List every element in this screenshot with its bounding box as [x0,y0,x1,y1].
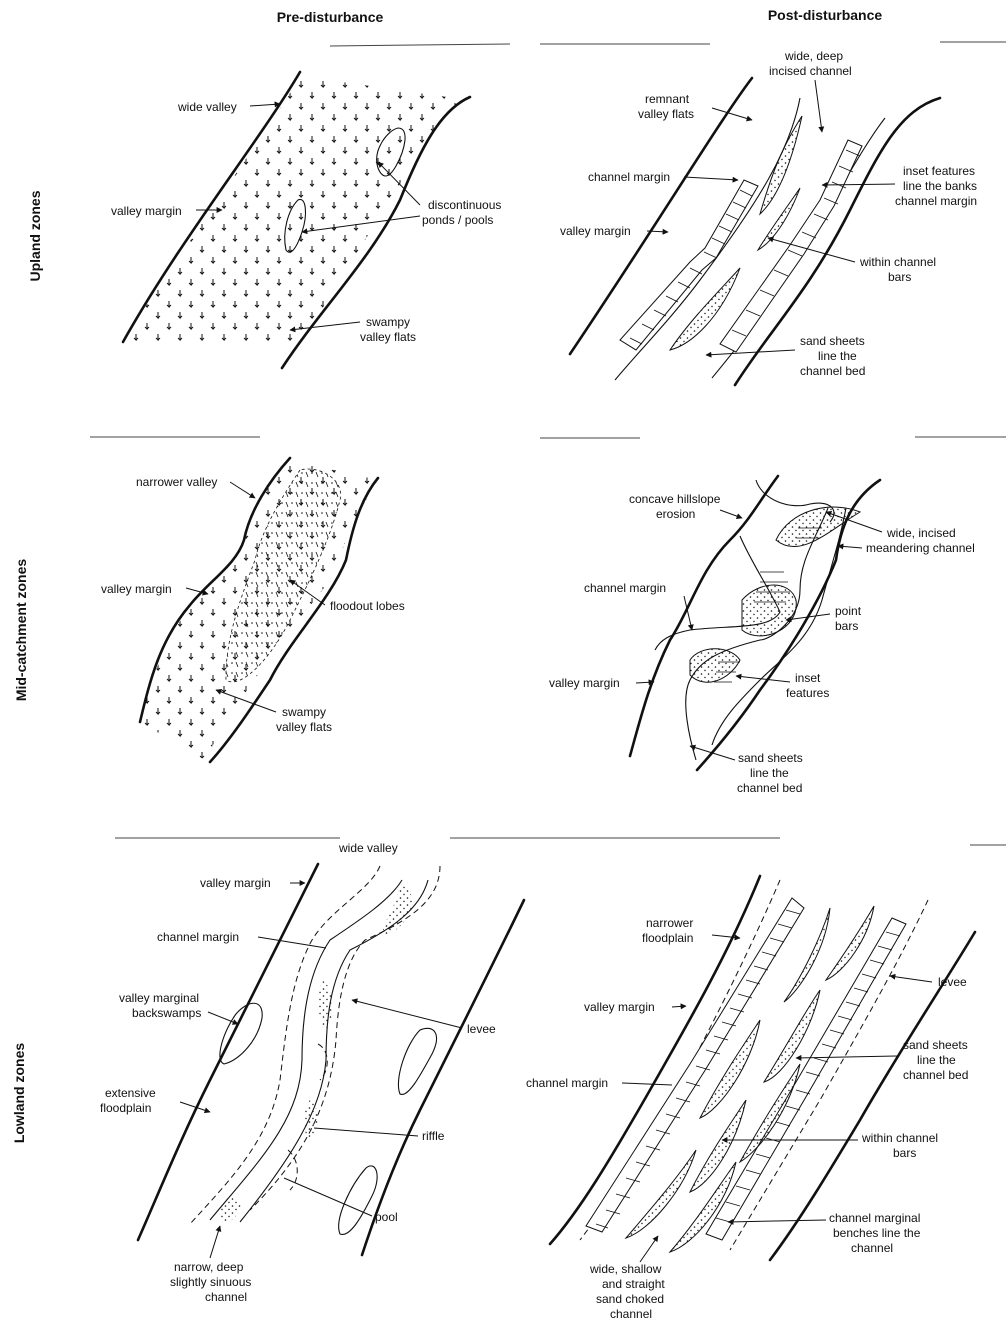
choked-label-line3: sand choked [596,1292,664,1306]
riffle-upper [383,882,412,935]
inset-label-line1: inset [795,671,821,685]
upland-zone-label: Upland zones [27,190,43,281]
levee-label: levee [938,975,967,989]
levee-right [250,866,440,1210]
sand-label-line3: channel bed [800,364,865,378]
sand-label-line1: sand sheets [738,751,803,765]
lowland-pre-labels: wide valley valley margin channel margin… [100,841,496,1304]
inset-label-line1: inset features [903,164,975,178]
upland-post-labels: wide, deep incised channel remnant valle… [560,49,977,378]
incised-label-line1: wide, deep [784,49,843,63]
valley-margin-left [138,864,318,1240]
ponds-label-line1: discontinuous [428,198,501,212]
bars-label-line1: within channel [861,1131,938,1145]
swampy-label-line2: valley flats [360,330,416,344]
inset-label-line2: line the banks [903,179,977,193]
sand-label-line2: line the [818,349,857,363]
post-disturbance-header: Post-disturbance [768,7,883,23]
floodplain-label-line2: floodplain [100,1101,151,1115]
swampy-label-line1: swampy [366,315,410,329]
channel-edge-right [240,880,428,1222]
valley-margin-right [362,900,524,1255]
channel-margin-label: channel margin [157,930,239,944]
valley-margin-label: valley margin [560,224,631,238]
riffle-bottom [220,1196,240,1224]
hillslope-label-line2: erosion [656,507,695,521]
sand-label-line3: channel bed [903,1068,968,1082]
valley-margin-label: valley margin [111,204,182,218]
upland-pre-diagram [120,72,470,368]
valley-margin-label: valley margin [101,582,172,596]
narrower-valley-label: narrower valley [136,475,217,489]
meandering-label-line1: wide, incised [886,526,956,540]
sand-label-line3: channel bed [737,781,802,795]
sand-label-line1: sand sheets [800,334,865,348]
levee-label: levee [467,1022,496,1036]
point-bars-label-line2: bars [835,619,858,633]
bar-6 [690,1100,746,1192]
sand-label-line2: line the [750,766,789,780]
wide-valley-label: wide valley [177,100,237,114]
backswamp-right [398,1028,436,1094]
channel-margin-label: channel margin [588,170,670,184]
backswamps-label-line2: backswamps [132,1006,201,1020]
narrower-label-line2: floodplain [642,931,693,945]
valley-margin-label: valley margin [584,1000,655,1014]
benches-label-line1: channel marginal [829,1211,920,1225]
swampy-label-line2: valley flats [276,720,332,734]
point-bar-2 [742,585,796,636]
swampy-label-line1: swampy [282,705,326,719]
ponds-label-line2: ponds / pools [422,213,493,227]
bars-label-line2: bars [888,270,911,284]
valley-margin-label: valley margin [200,876,271,890]
riffle-label: riffle [422,1129,445,1143]
mid-catchment-zone-label: Mid-catchment zones [13,559,29,702]
meandering-label-line2: meandering channel [866,541,975,555]
section-dividers [90,42,1006,845]
channel-margin-label: channel margin [526,1076,608,1090]
floodplain-label-line1: extensive [105,1086,156,1100]
bars-label-line1: within channel [859,255,936,269]
choked-label-line2: and straight [602,1277,665,1291]
remnant-label-line2: valley flats [638,107,694,121]
floodout-label: floodout lobes [330,599,405,613]
point-bars-label-line1: point [835,604,862,618]
valley-margin-label: valley margin [549,676,620,690]
benches-label-line3: channel [851,1241,893,1255]
narrower-label-line1: narrower [646,916,693,930]
channel-margin-label: channel margin [584,581,666,595]
channel-label-line3: channel [205,1290,247,1304]
pool-label: pool [375,1210,398,1224]
levee-left [190,866,380,1224]
pre-disturbance-header: Pre-disturbance [277,9,384,25]
point-bar-1 [776,507,860,547]
point-bar-3 [690,649,740,682]
choked-label-line1: wide, shallow [589,1262,662,1276]
lowland-zone-label: Lowland zones [11,1043,27,1144]
bars-label-line2: bars [893,1146,916,1160]
sand-label-line2: line the [917,1053,956,1067]
channel-label-line1: narrow, deep [174,1260,244,1274]
benches-label-line2: benches line the [833,1226,921,1240]
incised-label-line2: incised channel [769,64,852,78]
backswamps-label-line1: valley marginal [119,991,199,1005]
inset-label-line3: channel margin [895,194,977,208]
riffle-lower [304,1100,318,1140]
riffle-mid [319,980,334,1030]
lowland-pre-diagram [138,864,524,1255]
channel-label-line2: slightly sinuous [170,1275,251,1289]
choked-label-line4: channel [610,1307,652,1321]
mid-post-labels: concave hillslope erosion wide, incised … [549,492,975,795]
inset-label-line2: features [786,686,829,700]
hillslope-label-line1: concave hillslope [629,492,721,506]
wide-valley-label: wide valley [338,841,398,855]
inset-bench-right [720,140,862,352]
remnant-label-line1: remnant [645,92,690,106]
backswamp-left [220,1003,262,1064]
sand-label-line1: sand sheets [903,1038,968,1052]
